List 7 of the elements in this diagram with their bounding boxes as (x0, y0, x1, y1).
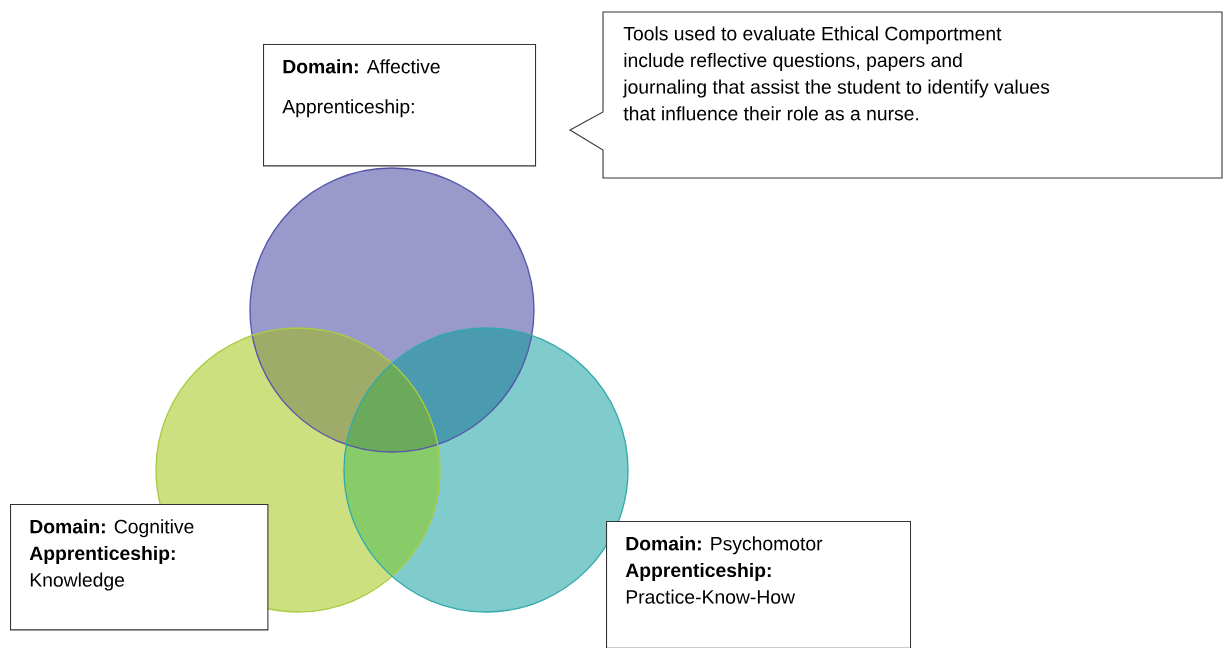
node-label: Apprenticeship: Practice-Know-How (625, 562, 796, 604)
text-box: Domain: Affective Apprenticeship: (263, 44, 537, 167)
text-box: Domain: Cognitive Apprenticeship: Knowledge (10, 504, 269, 631)
text-box: Domain: Psychomotor Apprenticeship: Practice-Know-How (606, 521, 912, 648)
callout-box: Tools used to evaluate Ethical Comportment include reflective questions, papers and journaling that assist the student to identify values that influence their role as a nurse. (568, 11, 1223, 179)
node-label: Domain: Psychomotor (626, 536, 823, 555)
circle (249, 167, 535, 453)
